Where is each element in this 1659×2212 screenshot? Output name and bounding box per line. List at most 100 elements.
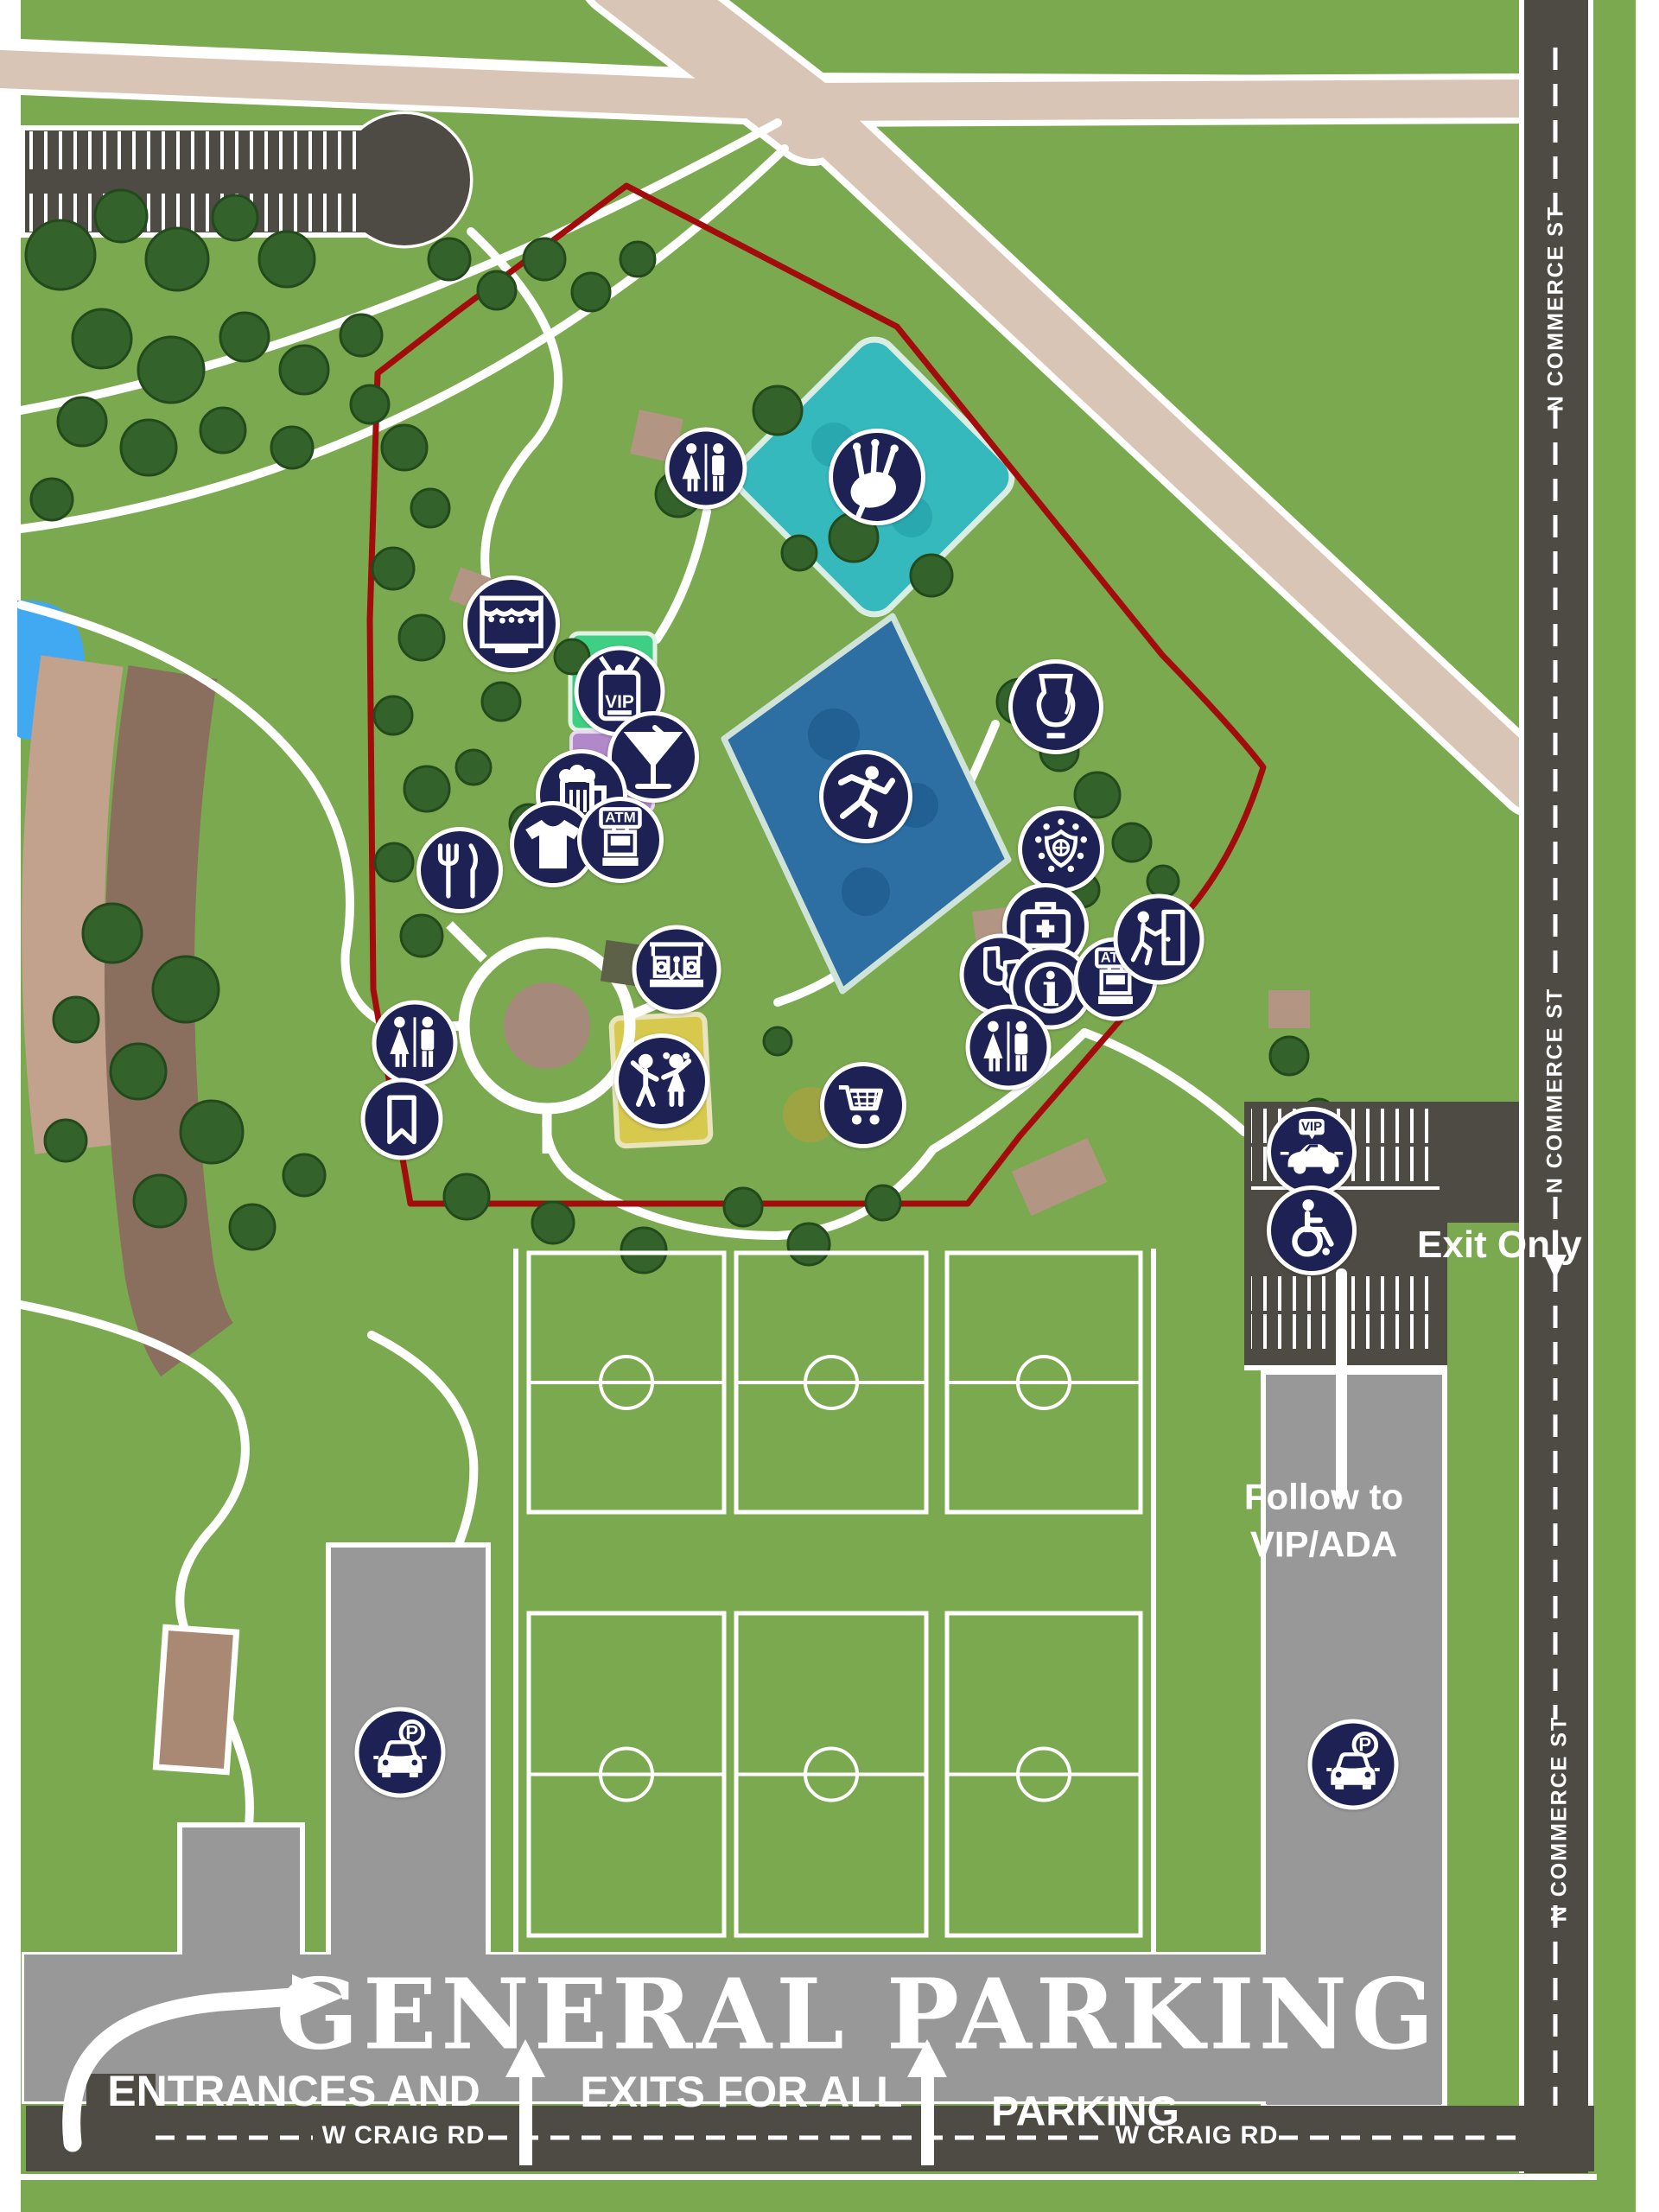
tree bbox=[1111, 822, 1153, 863]
commerce-st-label-north: N COMMERCE ST bbox=[1543, 205, 1568, 412]
tree bbox=[454, 748, 493, 786]
tree bbox=[144, 226, 210, 292]
pcar-icon-text: P bbox=[405, 1721, 419, 1744]
exits-label: EXITS FOR ALL bbox=[580, 2068, 903, 2116]
tree bbox=[522, 237, 567, 282]
tree bbox=[211, 194, 259, 242]
tree bbox=[372, 695, 414, 736]
tree bbox=[410, 487, 451, 529]
restrooms-icon bbox=[664, 427, 747, 510]
tree bbox=[722, 1186, 764, 1228]
parking-word-label: PARKING bbox=[991, 2088, 1179, 2135]
north-parking-strip bbox=[20, 111, 474, 249]
vipcar-icon-text: VIP bbox=[1300, 1119, 1323, 1135]
tree bbox=[71, 308, 133, 370]
tree bbox=[119, 418, 178, 477]
tree bbox=[380, 423, 429, 472]
tree bbox=[399, 913, 444, 958]
roundabout bbox=[414, 921, 685, 1154]
tree bbox=[531, 1200, 575, 1245]
bush bbox=[842, 868, 890, 916]
craig-road bbox=[21, 2074, 1597, 2180]
tree bbox=[228, 1203, 276, 1251]
left-margin bbox=[0, 0, 21, 2212]
commerce-st-label-mid: N COMMERCE ST bbox=[1542, 987, 1567, 1194]
tree bbox=[179, 1099, 245, 1165]
tree bbox=[278, 344, 330, 396]
craig-rd-label-west: W CRAIG RD bbox=[321, 2121, 486, 2150]
tree bbox=[476, 270, 518, 311]
announcer-icon bbox=[632, 925, 721, 1014]
sports-fields bbox=[526, 1250, 1143, 1938]
tree bbox=[786, 1222, 831, 1267]
follow-vip-ada-label: Follow to VIP/ADA bbox=[1243, 1476, 1404, 1564]
craig-rd-label-east: W CRAIG RD bbox=[1115, 2121, 1279, 2150]
restrooms-icon bbox=[372, 1000, 458, 1086]
pcar-icon-text: P bbox=[1358, 1733, 1372, 1756]
exit-only-label: Exit Only bbox=[1417, 1224, 1582, 1266]
clans-icon bbox=[1018, 806, 1104, 893]
bookmark-icon bbox=[360, 1077, 443, 1160]
atm-icon-text: ATM bbox=[605, 809, 636, 826]
wayfinding-arrows bbox=[62, 1268, 1347, 2165]
tree bbox=[864, 1184, 902, 1222]
tree bbox=[29, 477, 74, 522]
general-parking-title: GENERAL PARKING bbox=[276, 1958, 1439, 2072]
pcar-icon: P bbox=[1307, 1719, 1399, 1810]
tree bbox=[371, 546, 416, 591]
tree bbox=[199, 406, 247, 454]
follow-line bbox=[1336, 1268, 1347, 1500]
commerce-road bbox=[1519, 0, 1659, 2212]
restrooms-icon bbox=[965, 1004, 1052, 1090]
whisky-icon bbox=[1008, 659, 1103, 754]
info-icon-text: i bbox=[1041, 962, 1060, 1017]
commerce-st-label-south: N COMMERCE ST bbox=[1547, 1715, 1572, 1923]
tree bbox=[620, 1226, 668, 1274]
tree bbox=[427, 237, 472, 282]
tree bbox=[480, 681, 522, 722]
entrances-label: ENTRANCES AND bbox=[107, 2067, 480, 2115]
tree bbox=[403, 765, 451, 813]
stage-icon bbox=[463, 575, 560, 672]
tree bbox=[780, 534, 818, 572]
cart-icon bbox=[820, 1062, 906, 1148]
tree bbox=[151, 955, 220, 1024]
tree bbox=[24, 219, 97, 291]
tree bbox=[619, 240, 657, 278]
tree bbox=[373, 842, 415, 883]
tree bbox=[339, 313, 384, 358]
tan-roads bbox=[0, 0, 1564, 817]
exit-icon bbox=[1113, 893, 1205, 985]
tree bbox=[752, 385, 804, 436]
tree bbox=[762, 1026, 793, 1057]
tree bbox=[270, 425, 315, 470]
kids-icon bbox=[614, 1033, 709, 1128]
tree bbox=[93, 188, 149, 244]
tree bbox=[1073, 771, 1122, 819]
festival-boundary bbox=[366, 182, 1267, 1207]
tree bbox=[349, 384, 391, 425]
tree bbox=[1146, 864, 1180, 899]
amphitheater bbox=[22, 655, 235, 1376]
tree bbox=[81, 902, 143, 964]
tree bbox=[442, 1173, 491, 1221]
pcar-icon: P bbox=[354, 1707, 446, 1798]
vip-icon: VIP bbox=[574, 645, 665, 737]
wheelchair-icon bbox=[1267, 1185, 1357, 1275]
atm-icon: ATM bbox=[577, 797, 664, 883]
athlete-icon bbox=[819, 750, 912, 843]
tree bbox=[1268, 1035, 1310, 1077]
food-icon bbox=[416, 827, 503, 913]
bush bbox=[808, 709, 860, 760]
tree bbox=[109, 1042, 168, 1101]
tree bbox=[52, 995, 100, 1044]
tree bbox=[137, 335, 206, 404]
tree bbox=[132, 1173, 188, 1229]
vipcar-icon: VIP bbox=[1267, 1107, 1357, 1197]
tree bbox=[570, 271, 612, 313]
tree bbox=[219, 311, 270, 363]
tree bbox=[43, 1118, 88, 1163]
tree bbox=[282, 1153, 327, 1198]
